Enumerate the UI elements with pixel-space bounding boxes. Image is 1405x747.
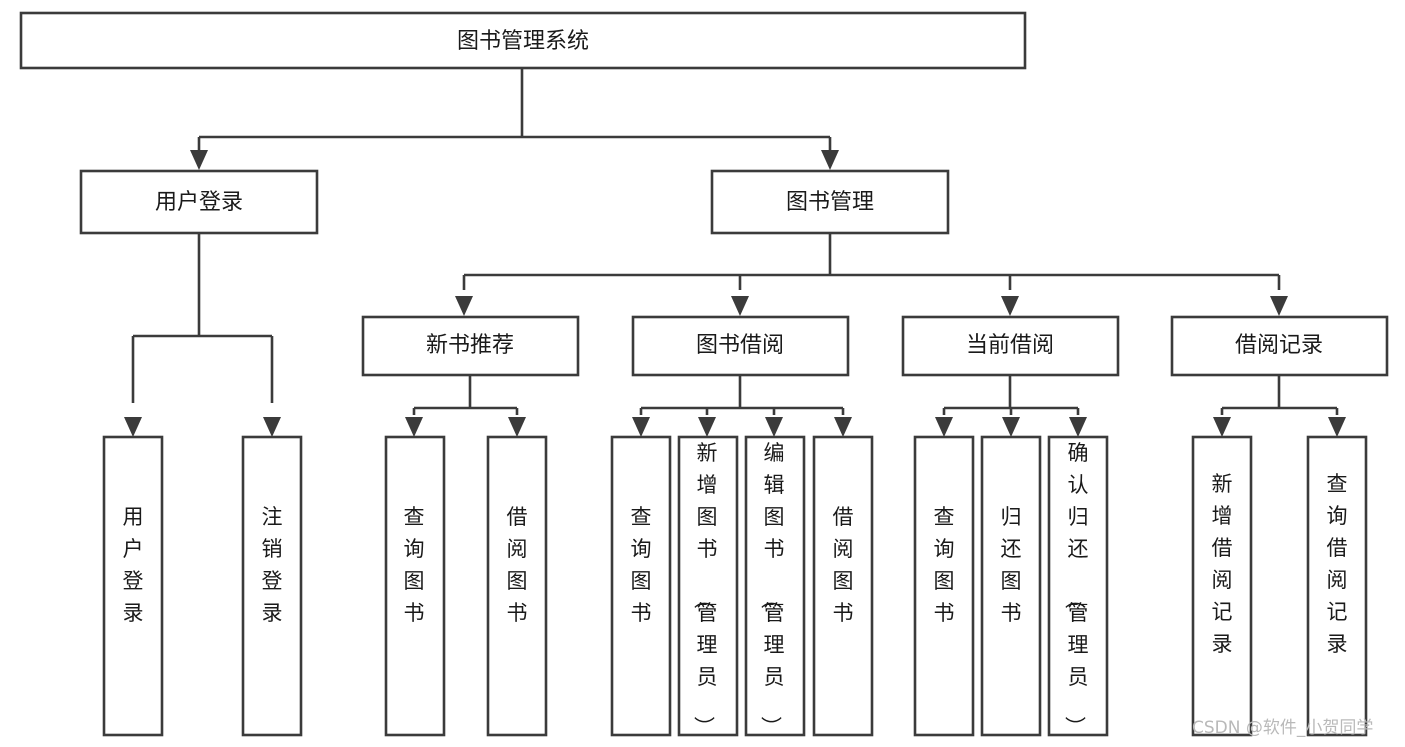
arrowhead-leaf-borrow-book-2 xyxy=(834,417,852,437)
node-current-borrow-label: 当前借阅 xyxy=(966,333,1054,358)
arrowhead-current-borrow xyxy=(1001,296,1019,316)
node-leaf-edit-book[interactable]: 编辑图书（管理员） xyxy=(744,435,806,737)
node-leaf-logout-box[interactable] xyxy=(241,435,303,737)
arrowhead-leaf-query-book-3 xyxy=(935,417,953,437)
arrowhead-leaf-user-login xyxy=(124,417,142,437)
node-leaf-query-book-3[interactable]: 查询图书 xyxy=(913,435,975,737)
node-leaf-add-record[interactable]: 新增借阅记录 xyxy=(1191,435,1253,737)
node-book-management-label: 图书管理 xyxy=(786,190,874,215)
connector-group-current-borrow xyxy=(935,375,1087,437)
node-leaf-confirm-return-box[interactable] xyxy=(1047,435,1109,737)
node-new-book-recommend-box[interactable] xyxy=(361,315,580,377)
node-leaf-borrow-book-2[interactable]: 借阅图书 xyxy=(812,435,874,737)
node-leaf-borrow-book-1[interactable]: 借阅图书 xyxy=(486,435,548,737)
node-user-login-label: 用户登录 xyxy=(155,190,243,215)
arrowhead-leaf-edit-book xyxy=(765,417,783,437)
node-current-borrow[interactable]: 当前借阅 xyxy=(901,315,1120,377)
node-borrow-record-label: 借阅记录 xyxy=(1235,333,1323,358)
connector-group-new-book-recommend xyxy=(405,375,526,437)
node-root[interactable]: 图书管理系统 xyxy=(19,11,1027,70)
node-leaf-borrow-book-1-box[interactable] xyxy=(486,435,548,737)
node-leaf-edit-book-label: 编辑图书（管理员） xyxy=(759,441,785,737)
node-new-book-recommend-label: 新书推荐 xyxy=(426,333,514,358)
node-new-book-recommend[interactable]: 新书推荐 xyxy=(361,315,580,377)
node-leaf-logout[interactable]: 注销登录 xyxy=(241,435,303,737)
node-borrow-record-box[interactable] xyxy=(1170,315,1389,377)
arrowhead-leaf-borrow-book-1 xyxy=(508,417,526,437)
node-leaf-query-book-2-box[interactable] xyxy=(610,435,672,737)
node-leaf-add-record-label: 新增借阅记录 xyxy=(1212,472,1233,656)
node-leaf-return-book-label: 归还图书 xyxy=(1001,505,1022,625)
node-leaf-add-record-box[interactable] xyxy=(1191,435,1253,737)
node-leaf-query-record-box[interactable] xyxy=(1306,435,1368,737)
node-leaf-query-record-label: 查询借阅记录 xyxy=(1327,472,1348,656)
node-leaf-add-book[interactable]: 新增图书（管理员） xyxy=(677,435,739,737)
node-user-login-box[interactable] xyxy=(79,169,319,235)
node-leaf-add-book-box[interactable] xyxy=(677,435,739,737)
connector-group-root xyxy=(190,68,839,170)
node-user-login[interactable]: 用户登录 xyxy=(79,169,319,235)
node-root-label: 图书管理系统 xyxy=(457,29,589,54)
node-leaf-confirm-return-label: 确认归还（管理员） xyxy=(1063,441,1089,737)
node-borrow-record[interactable]: 借阅记录 xyxy=(1170,315,1389,377)
arrowhead-leaf-add-book xyxy=(698,417,716,437)
node-leaf-confirm-return[interactable]: 确认归还（管理员） xyxy=(1047,435,1109,737)
node-leaf-edit-book-box[interactable] xyxy=(744,435,806,737)
node-book-management-box[interactable] xyxy=(710,169,950,235)
node-leaf-return-book[interactable]: 归还图书 xyxy=(980,435,1042,737)
node-leaf-query-book-1-label: 查询图书 xyxy=(404,505,425,625)
node-leaf-query-book-3-label: 查询图书 xyxy=(934,505,955,625)
arrowhead-leaf-query-record xyxy=(1328,417,1346,437)
arrowhead-leaf-query-book-2 xyxy=(632,417,650,437)
csdn-watermark: CSDN @软件_小贺同学 xyxy=(1192,718,1373,738)
arrowhead-new-book-recommend xyxy=(455,296,473,316)
node-leaf-query-book-2-label: 查询图书 xyxy=(631,505,652,625)
node-leaf-query-book-2[interactable]: 查询图书 xyxy=(610,435,672,737)
connector-group-book-management xyxy=(455,233,1288,316)
node-leaf-user-login-label: 用户登录 xyxy=(123,505,144,625)
connector-group-user-login xyxy=(124,233,281,437)
arrowhead-book-management xyxy=(821,150,839,170)
node-leaf-query-book-1-box[interactable] xyxy=(384,435,446,737)
node-leaf-borrow-book-2-box[interactable] xyxy=(812,435,874,737)
node-leaf-query-book-1[interactable]: 查询图书 xyxy=(384,435,446,737)
node-book-borrow[interactable]: 图书借阅 xyxy=(631,315,850,377)
node-book-borrow-box[interactable] xyxy=(631,315,850,377)
arrowhead-leaf-logout xyxy=(263,417,281,437)
arrowhead-book-borrow xyxy=(731,296,749,316)
node-leaf-user-login-box[interactable] xyxy=(102,435,164,737)
node-current-borrow-box[interactable] xyxy=(901,315,1120,377)
arrowhead-leaf-query-book-1 xyxy=(405,417,423,437)
node-leaf-query-book-3-box[interactable] xyxy=(913,435,975,737)
node-leaf-query-record[interactable]: 查询借阅记录 xyxy=(1306,435,1368,737)
node-leaf-add-book-label: 新增图书（管理员） xyxy=(692,441,718,737)
node-leaf-borrow-book-2-label: 借阅图书 xyxy=(833,505,854,625)
node-root-box[interactable] xyxy=(19,11,1027,70)
node-leaf-return-book-box[interactable] xyxy=(980,435,1042,737)
node-book-management[interactable]: 图书管理 xyxy=(710,169,950,235)
arrowhead-borrow-record xyxy=(1270,296,1288,316)
node-leaf-borrow-book-1-label: 借阅图书 xyxy=(507,505,528,625)
connector-group-borrow-record xyxy=(1213,375,1346,437)
arrowhead-leaf-confirm-return xyxy=(1069,417,1087,437)
arrowhead-leaf-add-record xyxy=(1213,417,1231,437)
node-book-borrow-label: 图书借阅 xyxy=(696,333,784,358)
node-leaf-user-login[interactable]: 用户登录 xyxy=(102,435,164,737)
arrowhead-user-login xyxy=(190,150,208,170)
node-leaf-logout-label: 注销登录 xyxy=(262,505,283,625)
arrowhead-leaf-return-book xyxy=(1002,417,1020,437)
connector-group-book-borrow xyxy=(632,375,852,437)
